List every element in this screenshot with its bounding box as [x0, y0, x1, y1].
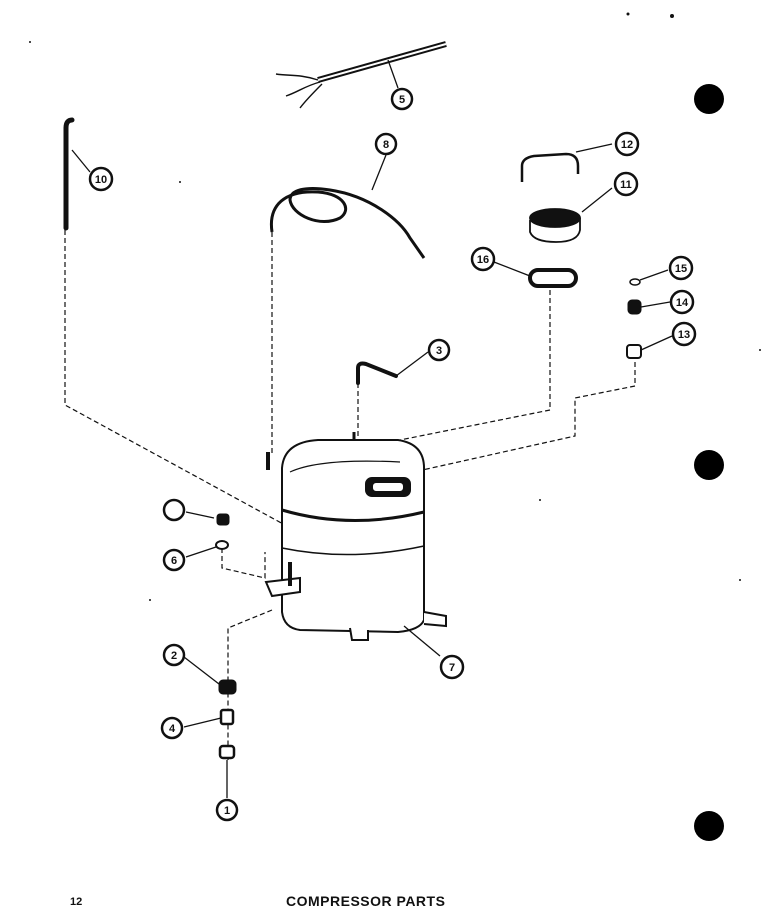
leader-11 — [581, 187, 613, 213]
clip-part — [520, 152, 580, 182]
svg-text:14: 14 — [676, 297, 689, 309]
tube-part — [63, 117, 75, 231]
leader-2 — [183, 656, 220, 685]
gasket-part — [528, 268, 578, 288]
short-tube-part — [356, 361, 398, 385]
leader-5 — [387, 59, 399, 89]
svg-text:6: 6 — [171, 555, 177, 567]
callout-4: 4 — [160, 716, 184, 740]
svg-text:12: 12 — [621, 139, 633, 151]
assembly-dashed-lines — [64, 230, 636, 760]
callout-2: 2 — [162, 643, 186, 667]
svg-text:2: 2 — [171, 650, 177, 662]
svg-text:16: 16 — [477, 254, 489, 266]
leader-4 — [183, 717, 222, 728]
svg-text:11: 11 — [620, 179, 632, 191]
callout-10: 10 — [88, 166, 114, 192]
leader-9 — [185, 511, 215, 519]
binder-hole-middle — [694, 450, 724, 480]
leader-10 — [71, 149, 91, 173]
nut-washer-part — [215, 513, 230, 550]
leader-3 — [395, 351, 429, 377]
grommet-stack-part — [626, 278, 642, 359]
page-title: COMPRESSOR PARTS — [286, 893, 446, 909]
binder-hole-bottom — [694, 811, 724, 841]
callout-11: 11 — [613, 171, 639, 197]
page-number: 12 — [70, 896, 83, 908]
mount-stack-part — [218, 679, 237, 760]
callout-5: 5 — [390, 87, 414, 111]
leader-16 — [493, 261, 531, 277]
svg-text:8: 8 — [383, 139, 389, 151]
leader-lines — [71, 59, 673, 728]
callout-14: 14 — [669, 289, 695, 315]
callout-9 — [162, 498, 186, 522]
leader-12 — [575, 143, 613, 153]
svg-text:7: 7 — [449, 662, 455, 674]
coiled-tube-part — [269, 186, 426, 259]
svg-text:1: 1 — [224, 805, 230, 817]
callout-8: 8 — [374, 132, 398, 156]
leader-15 — [639, 269, 669, 281]
svg-text:4: 4 — [169, 723, 176, 735]
terminal-cover-part — [529, 208, 581, 243]
callout-1: 1 — [215, 798, 239, 822]
dash-line-washer-6 — [221, 548, 266, 579]
callout-13: 13 — [671, 321, 697, 347]
leader-13 — [640, 335, 673, 351]
scan-specks — [29, 12, 761, 601]
callout-15: 15 — [668, 255, 694, 281]
dash-line-gasket-16 — [374, 290, 551, 446]
callout-12: 12 — [614, 131, 640, 157]
leader-14 — [640, 301, 671, 308]
callout-7: 7 — [439, 654, 465, 680]
binder-hole-top — [694, 84, 724, 114]
callout-16: 16 — [470, 246, 496, 272]
wire-harness-part — [275, 41, 447, 109]
dash-line-grommet-13 — [399, 362, 636, 476]
callout-3: 3 — [427, 338, 451, 362]
compressor-body — [264, 432, 447, 641]
svg-text:10: 10 — [95, 174, 107, 186]
svg-text:5: 5 — [399, 94, 405, 106]
svg-text:13: 13 — [678, 329, 690, 341]
leader-7 — [403, 625, 441, 657]
leader-6b — [185, 546, 217, 558]
leader-8 — [371, 154, 387, 191]
svg-text:15: 15 — [675, 263, 687, 275]
svg-text:3: 3 — [436, 345, 442, 357]
callout-6-washer: 6 — [162, 548, 186, 572]
dash-line-tube-10 — [64, 230, 286, 526]
